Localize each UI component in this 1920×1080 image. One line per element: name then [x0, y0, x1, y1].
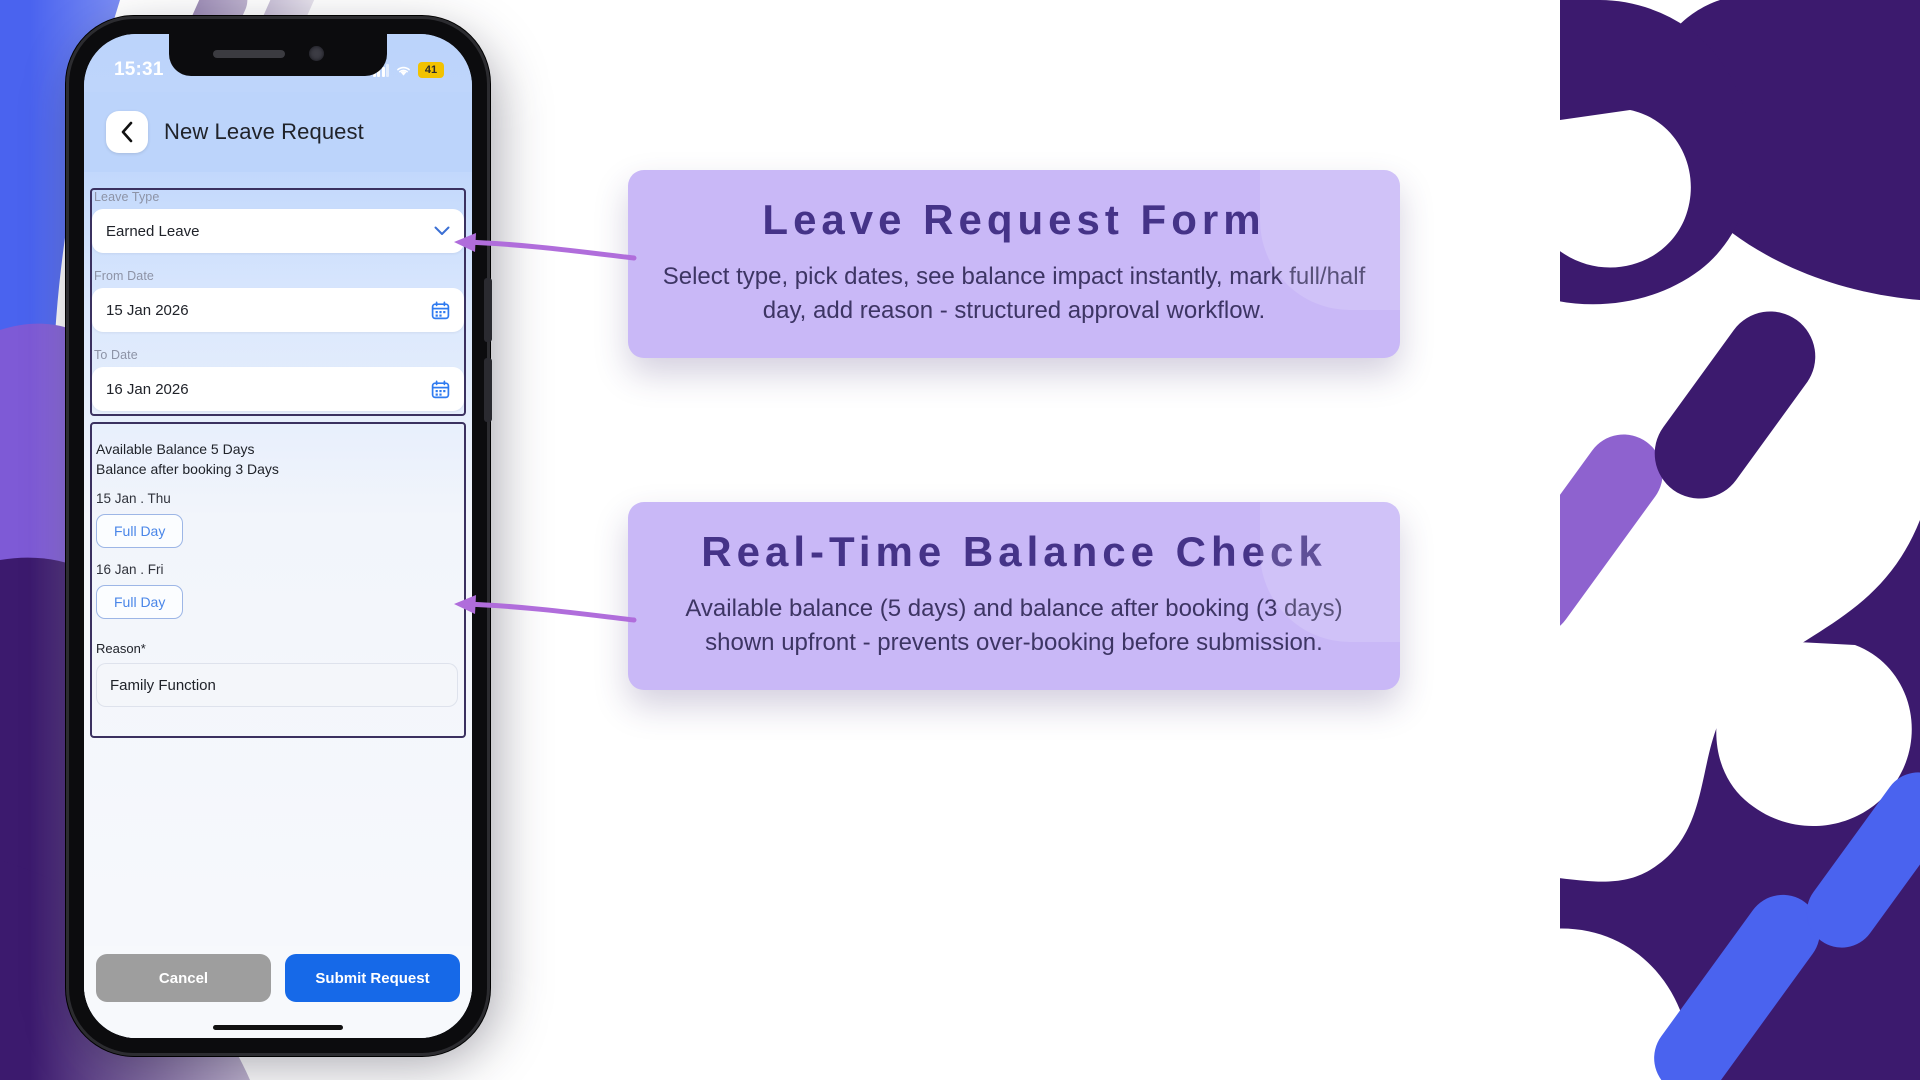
phone-side-button-lower: [484, 358, 492, 422]
phone-screen: 15:31 41: [84, 34, 472, 1038]
leave-type-select[interactable]: Earned Leave: [92, 209, 464, 253]
from-date-label: From Date: [94, 269, 154, 283]
spacer: [84, 253, 472, 269]
callout-1-body: Select type, pick dates, see balance imp…: [662, 263, 1366, 325]
leave-type-value: Earned Leave: [106, 222, 200, 240]
status-bar-time: 15:31: [114, 59, 164, 80]
calendar-icon[interactable]: [431, 301, 450, 320]
phone-side-button-upper: [484, 278, 492, 342]
cancel-button[interactable]: Cancel: [96, 954, 271, 1002]
app-content: Leave Type Earned Leave From Date 15 Jan…: [84, 172, 472, 1038]
to-date-value: 16 Jan 2026: [106, 380, 189, 398]
app-header: New Leave Request: [84, 92, 472, 172]
phone-notch: [169, 34, 387, 76]
to-date-label: To Date: [94, 348, 138, 362]
reason-value: Family Function: [110, 676, 216, 694]
reason-input[interactable]: Family Function: [96, 663, 458, 707]
phone-body: 15:31 41: [66, 16, 492, 1056]
day-1-duration-chip[interactable]: Full Day: [96, 514, 184, 548]
day-2-label: 16 Jan . Fri: [96, 562, 164, 577]
from-date-value: 15 Jan 2026: [106, 301, 189, 319]
callout-2-title: Real-Time Balance Check: [701, 528, 1327, 575]
chevron-left-icon: [121, 121, 133, 143]
leave-type-field: Leave Type Earned Leave: [84, 172, 472, 253]
action-bar: Cancel Submit Request: [84, 946, 472, 1038]
callout-arrow-2: [454, 595, 637, 623]
callout-arrow-1: [454, 233, 637, 261]
balance-after-booking-text: Balance after booking 3 Days: [96, 461, 279, 477]
calendar-icon[interactable]: [431, 380, 450, 399]
from-date-field: From Date 15 Jan 2026: [84, 269, 472, 332]
earpiece-speaker: [213, 50, 285, 58]
day-1-label: 15 Jan . Thu: [96, 491, 171, 506]
spacer: [84, 332, 472, 348]
wifi-icon: [397, 66, 410, 76]
back-button[interactable]: [106, 111, 148, 153]
to-date-field: To Date 16 Jan 2026: [84, 348, 472, 411]
front-camera-icon: [309, 46, 324, 61]
day-2-duration-chip[interactable]: Full Day: [96, 585, 184, 619]
balance-summary-card: Available Balance 5 Days Balance after b…: [84, 431, 472, 707]
from-date-input[interactable]: 15 Jan 2026: [92, 288, 464, 332]
callout-2-body: Available balance (5 days) and balance a…: [685, 595, 1343, 657]
battery-badge: 41: [418, 62, 444, 78]
to-date-input[interactable]: 16 Jan 2026: [92, 367, 464, 411]
callout-1-title: Leave Request Form: [762, 196, 1266, 243]
callout-card-1: Leave Request Form Select type, pick dat…: [628, 170, 1400, 359]
submit-request-button[interactable]: Submit Request: [285, 954, 460, 1002]
phone-mockup: 15:31 41: [66, 16, 496, 1071]
page-title: New Leave Request: [164, 119, 364, 144]
leave-type-label: Leave Type: [94, 190, 160, 204]
home-indicator: [213, 1025, 343, 1030]
available-balance-text: Available Balance 5 Days: [96, 441, 255, 457]
callout-card-2: Real-Time Balance Check Available balanc…: [628, 502, 1400, 691]
reason-label: Reason*: [96, 641, 146, 656]
